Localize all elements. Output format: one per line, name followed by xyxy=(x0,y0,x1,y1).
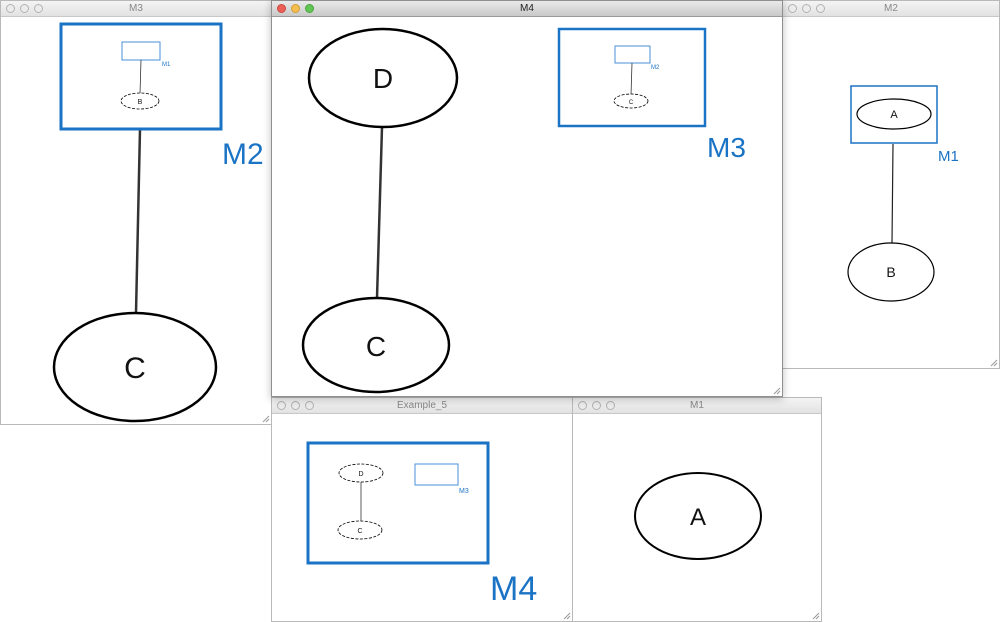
module-box-m4[interactable] xyxy=(306,441,490,565)
window-m3[interactable]: M3 M1 B M2 C xyxy=(0,0,272,425)
close-button[interactable] xyxy=(277,401,286,410)
graph-canvas[interactable]: A M1 B xyxy=(783,17,1000,369)
close-button[interactable] xyxy=(277,4,286,13)
module-box-m3[interactable] xyxy=(557,27,707,128)
module-label-m2: M2 xyxy=(651,65,660,71)
minimize-button[interactable] xyxy=(802,4,811,13)
module-box-m3-mini[interactable] xyxy=(414,463,459,486)
module-box-m2[interactable] xyxy=(59,22,223,131)
minimize-button[interactable] xyxy=(20,4,29,13)
node-b-mini[interactable] xyxy=(120,92,160,110)
module-label-m4: M4 xyxy=(490,570,537,608)
module-label-m1: M1 xyxy=(162,62,171,68)
window-title: Example_5 xyxy=(396,400,448,411)
window-controls xyxy=(277,4,314,13)
resize-grip[interactable] xyxy=(771,385,781,395)
window-title: M1 xyxy=(690,400,704,411)
close-button[interactable] xyxy=(578,401,587,410)
zoom-button[interactable] xyxy=(305,4,314,13)
minimize-button[interactable] xyxy=(592,401,601,410)
resize-grip[interactable] xyxy=(988,357,998,367)
edge-mini xyxy=(139,59,142,95)
node-c-mini[interactable] xyxy=(613,93,649,109)
module-box-m2-mini[interactable] xyxy=(614,45,651,64)
window-m1[interactable]: M1 A xyxy=(572,397,822,622)
node-d[interactable] xyxy=(307,27,459,129)
zoom-button[interactable] xyxy=(606,401,615,410)
titlebar[interactable]: M1 xyxy=(573,398,821,414)
titlebar[interactable]: M3 xyxy=(1,1,271,17)
node-a-mini[interactable] xyxy=(856,98,932,130)
module-label-m3: M3 xyxy=(459,488,469,495)
resize-grip[interactable] xyxy=(810,610,820,620)
zoom-button[interactable] xyxy=(305,401,314,410)
node-d-mini[interactable] xyxy=(338,463,384,483)
node-c-mini[interactable] xyxy=(337,520,383,540)
window-title: M2 xyxy=(884,3,898,14)
window-example-5[interactable]: Example_5 D C M3 M4 xyxy=(271,397,573,622)
zoom-button[interactable] xyxy=(816,4,825,13)
edge xyxy=(134,128,142,314)
edge xyxy=(375,126,384,299)
node-c[interactable] xyxy=(52,311,218,423)
titlebar[interactable]: M2 xyxy=(783,1,999,17)
node-label-d: D xyxy=(358,471,363,478)
node-label-c: C xyxy=(124,352,146,385)
window-controls xyxy=(788,4,825,13)
node-label-c: C xyxy=(357,528,362,535)
graph-canvas[interactable]: M1 B M2 C xyxy=(1,17,272,425)
node-c[interactable] xyxy=(301,296,451,394)
edge-mini xyxy=(630,62,633,96)
module-label-m1: M1 xyxy=(938,148,959,165)
node-label-a: A xyxy=(890,109,898,121)
node-b[interactable] xyxy=(847,242,935,302)
window-m2[interactable]: M2 A M1 B xyxy=(782,0,1000,369)
resize-grip[interactable] xyxy=(260,413,270,423)
window-m4[interactable]: M4 D C M2 C M3 xyxy=(271,0,783,397)
node-label-b: B xyxy=(138,99,143,106)
resize-grip[interactable] xyxy=(561,610,571,620)
window-controls xyxy=(6,4,43,13)
node-label-c: C xyxy=(366,331,386,362)
graph-canvas[interactable]: A xyxy=(573,414,822,622)
window-controls xyxy=(277,401,314,410)
node-label-c-mini: C xyxy=(629,100,634,106)
close-button[interactable] xyxy=(788,4,797,13)
window-title: M3 xyxy=(129,3,143,14)
titlebar[interactable]: Example_5 xyxy=(272,398,572,414)
graph-canvas[interactable]: D C M2 C M3 xyxy=(272,17,783,397)
module-label-m3: M3 xyxy=(707,132,746,163)
minimize-button[interactable] xyxy=(291,401,300,410)
node-label-d: D xyxy=(373,63,393,94)
minimize-button[interactable] xyxy=(291,4,300,13)
titlebar[interactable]: M4 xyxy=(272,1,782,17)
window-controls xyxy=(578,401,615,410)
module-box-m1-mini[interactable] xyxy=(121,41,161,61)
window-title: M4 xyxy=(520,3,534,14)
node-label-a: A xyxy=(690,504,706,531)
zoom-button[interactable] xyxy=(34,4,43,13)
edge xyxy=(891,143,894,244)
module-label-m2: M2 xyxy=(222,138,264,171)
node-a[interactable] xyxy=(634,472,762,560)
graph-canvas[interactable]: D C M3 M4 xyxy=(272,414,573,622)
node-label-b: B xyxy=(886,264,895,280)
close-button[interactable] xyxy=(6,4,15,13)
